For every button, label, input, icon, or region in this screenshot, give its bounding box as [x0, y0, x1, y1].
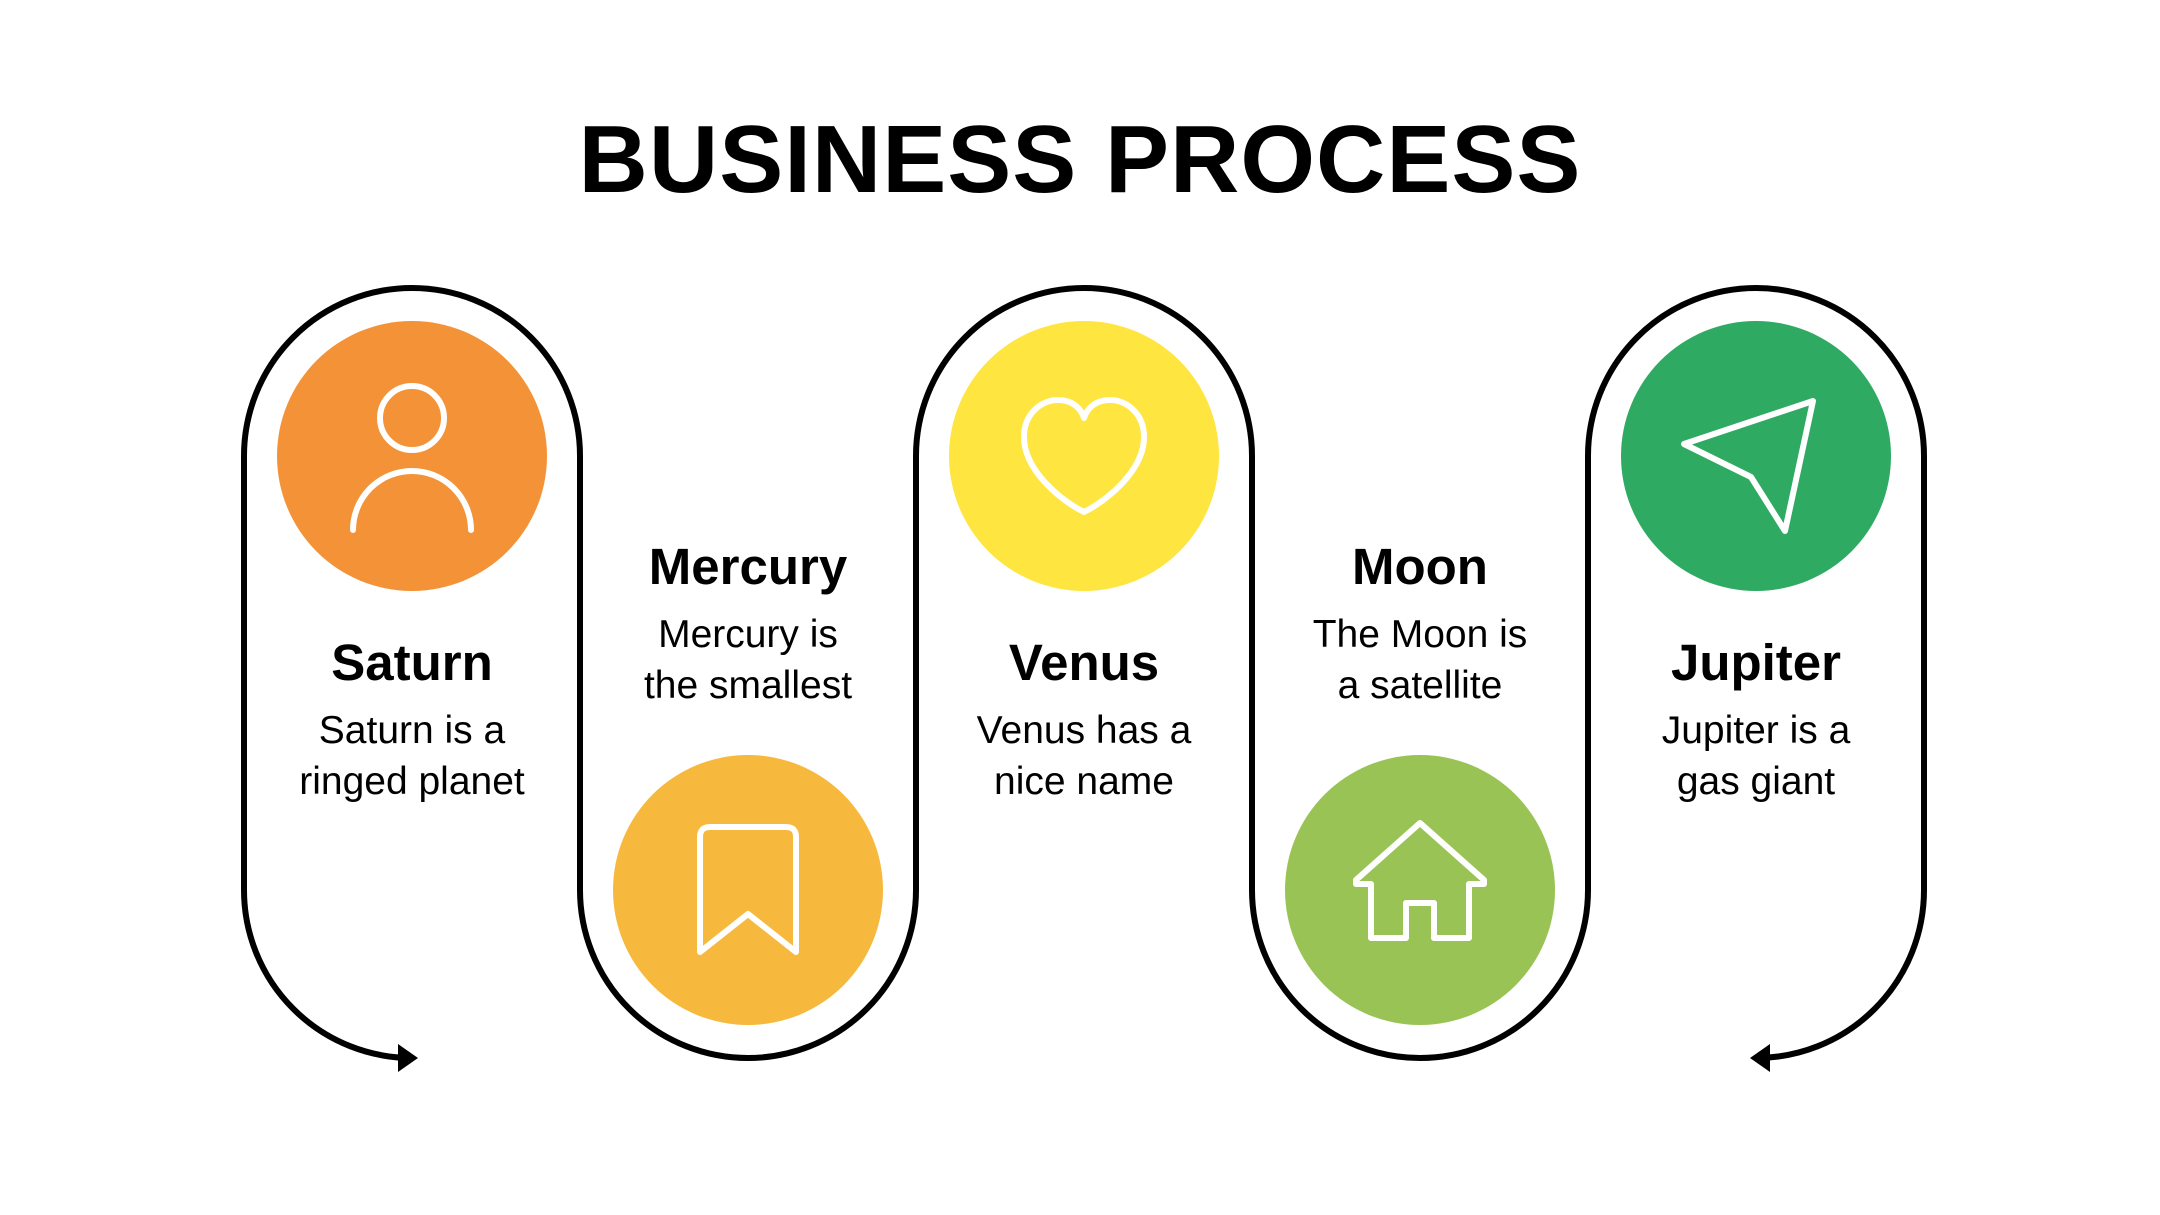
bookmark-icon [697, 824, 799, 955]
step-saturn: Saturn Saturn is a ringed planet [242, 634, 582, 807]
moon-circle [1285, 755, 1555, 1025]
step-mercury: Mercury Mercury is the smallest [578, 538, 918, 711]
step-title: Venus [1008, 634, 1160, 691]
step-description-line: ringed planet [299, 759, 525, 803]
user-icon [350, 383, 474, 533]
step-description-line: the smallest [643, 663, 853, 707]
mercury-circle [613, 755, 883, 1025]
saturn-circle [277, 321, 547, 591]
step-title: Moon [1352, 538, 1488, 595]
step-description-line: nice name [994, 759, 1174, 803]
step-description-line: Venus has a [976, 708, 1192, 752]
step-description-line: The Moon is [1312, 612, 1528, 656]
step-jupiter: Jupiter Jupiter is a gas giant [1586, 634, 1926, 807]
step-description-line: Jupiter is a [1661, 708, 1851, 752]
page-title: BUSINESS PROCESS [578, 106, 1582, 213]
arrowhead-left [398, 1044, 418, 1072]
send-icon [1681, 398, 1816, 534]
step-description-line: Saturn is a [318, 708, 506, 752]
step-title: Jupiter [1670, 634, 1842, 691]
heart-icon [1021, 397, 1147, 515]
process-connector-line [241, 285, 1927, 1061]
step-description-line: a satellite [1337, 663, 1503, 707]
house-icon [1353, 820, 1487, 941]
step-title: Saturn [331, 634, 493, 691]
jupiter-circle [1621, 321, 1891, 591]
venus-circle [949, 321, 1219, 591]
step-description-line: gas giant [1676, 759, 1836, 803]
step-venus: Venus Venus has a nice name [914, 634, 1254, 807]
step-title: Mercury [648, 538, 848, 595]
arrowhead-right [1750, 1044, 1770, 1072]
step-moon: Moon The Moon is a satellite [1250, 538, 1590, 711]
step-description-line: Mercury is [658, 612, 838, 656]
